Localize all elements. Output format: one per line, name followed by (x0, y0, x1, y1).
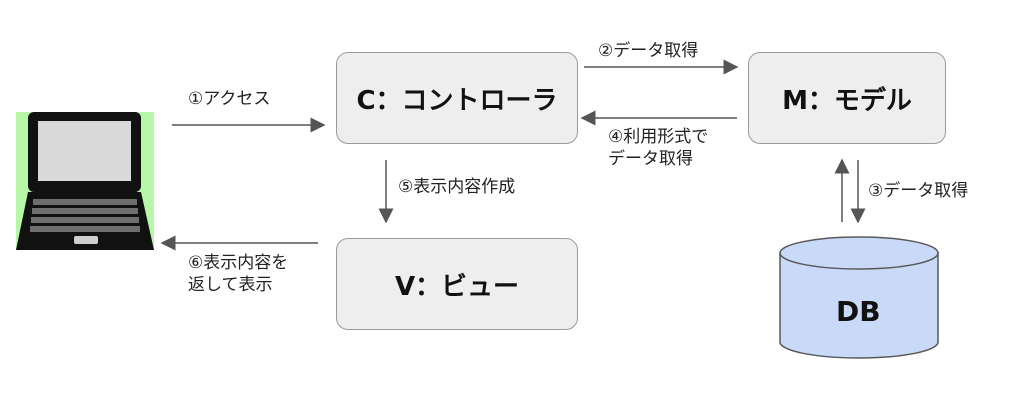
view-label: V：ビュー (394, 271, 520, 302)
db-label: DB (836, 295, 881, 328)
label-create-content: ⑤表示内容作成 (398, 177, 516, 197)
label-return-line1: ④利用形式で (608, 127, 709, 147)
laptop-icon (16, 112, 154, 250)
model-box: M：モデル (748, 52, 946, 144)
label-access: ①アクセス (188, 89, 271, 109)
label-return: ④利用形式で データ取得 (608, 126, 708, 170)
label-fetch-m-to-db: ③データ取得 (868, 181, 969, 201)
label-show: ⑥表示内容を 返して表示 (188, 252, 288, 296)
controller-label: C：コントローラ (356, 85, 558, 116)
controller-box: C：コントローラ (336, 52, 578, 144)
label-return-line2: データ取得 (608, 149, 693, 169)
label-fetch-c-to-m: ②データ取得 (598, 41, 699, 61)
label-show-line1: ⑥表示内容を (188, 253, 289, 273)
model-label: M：モデル (782, 85, 912, 116)
view-box: V：ビュー (336, 238, 578, 330)
label-show-line2: 返して表示 (188, 275, 273, 295)
database-cylinder-icon (779, 236, 939, 359)
